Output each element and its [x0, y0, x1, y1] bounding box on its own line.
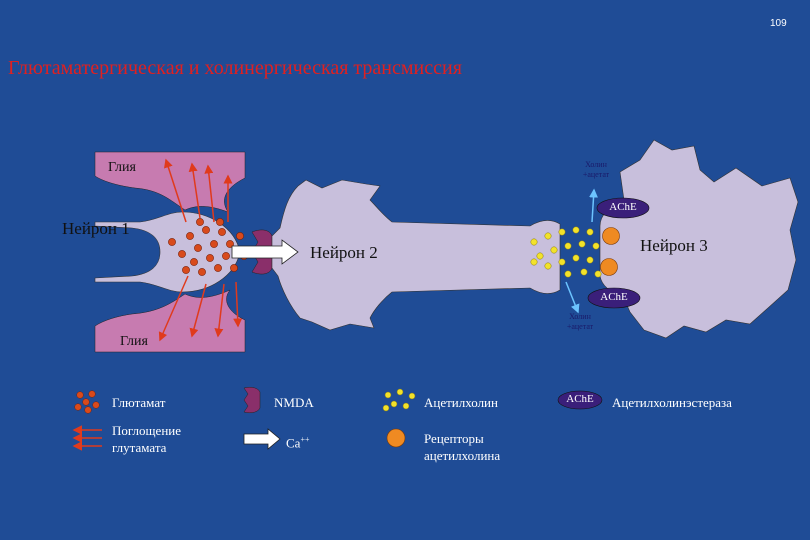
glia-bottom: [94, 289, 246, 353]
label-neuron3: Нейрон 3: [640, 236, 708, 255]
ach-receptor-top: [602, 227, 620, 245]
choline-arrow-bottom: [565, 281, 580, 314]
legend-uptake-line2: глутамата: [112, 440, 167, 455]
legend-ache-label: Ацетилхолинэстераза: [612, 395, 732, 410]
label-choline-top: Холин +ацетат: [572, 160, 620, 180]
slide-title: Глютаматергическая и холинергическая тра…: [8, 57, 462, 79]
legend-glutamate-icon: [74, 390, 100, 414]
calcium-text: Ca: [286, 435, 301, 451]
legend-acetylcholine-label: Ацетилхолин: [424, 395, 498, 410]
choline-bottom-line1: Холин: [569, 312, 591, 321]
legend-receptors-line1: Рецепторы: [424, 431, 484, 446]
legend-ache-icon: [557, 390, 603, 410]
legend-uptake-line1: Поглощение: [112, 423, 182, 438]
ache-label-top: AChE: [609, 201, 637, 213]
legend-receptors-line2: ацетилхолина: [424, 448, 501, 463]
ache-label-bottom: AChE: [600, 291, 628, 303]
legend-nmda-icon: [243, 386, 261, 414]
legend-uptake-label: Поглощение глутамата: [112, 422, 181, 456]
ach-receptor-bottom: [600, 258, 618, 276]
legend-ache-badge-text: AChE: [566, 393, 594, 405]
ache-badge-top: [596, 197, 650, 219]
label-glia-top: Глия: [108, 160, 136, 175]
legend-glutamate-label: Глютамат: [112, 395, 166, 410]
legend-uptake-icon: [72, 425, 102, 451]
uptake-arrows: [158, 158, 243, 342]
choline-top-line1: Холин: [585, 160, 607, 169]
acetylcholine-cluster: [530, 226, 602, 278]
legend-calcium-icon: [243, 428, 281, 450]
ache-badge-bottom: [587, 287, 641, 309]
label-neuron1: Нейрон 1: [62, 219, 130, 238]
label-glia-bottom: Глия: [120, 334, 148, 349]
calcium-arrow: [231, 239, 299, 265]
legend-calcium-label: Ca++: [286, 431, 309, 451]
choline-bottom-line2: +ацетат: [566, 322, 594, 331]
legend-receptors-label: Рецепторы ацетилхолина: [424, 430, 500, 464]
calcium-superscript: ++: [300, 435, 310, 444]
choline-arrow-top: [589, 188, 599, 223]
legend-nmda-label: NMDA: [274, 395, 314, 410]
page-number: 109: [770, 18, 787, 29]
legend-receptor-icon: [386, 428, 406, 448]
label-choline-bottom: Холин +ацетат: [556, 312, 604, 332]
legend-acetylcholine-icon: [382, 388, 416, 412]
choline-top-line2: +ацетат: [582, 170, 610, 179]
neuron2: [271, 179, 561, 331]
label-neuron2: Нейрон 2: [310, 243, 378, 262]
